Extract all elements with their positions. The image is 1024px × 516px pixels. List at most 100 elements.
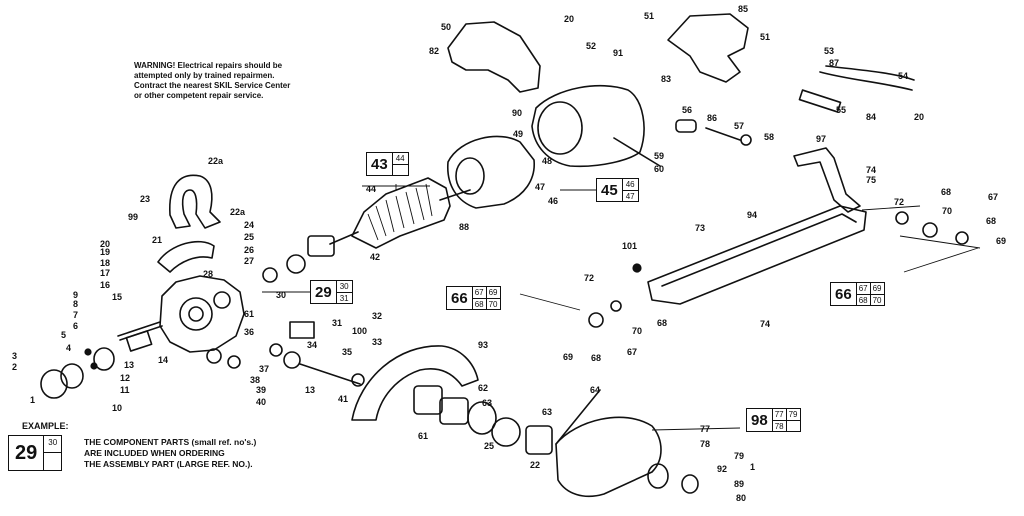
part-label: 90 [512,108,523,118]
part-label: 83 [661,74,672,84]
part-label: 11 [120,385,130,395]
part-label: 13 [305,385,316,395]
part-label: 1 [750,462,756,472]
washer-27 [262,267,278,283]
part-label: 52 [586,41,597,51]
field-45 [447,135,535,209]
part-label: 68 [941,187,952,197]
part-label: 13 [124,360,135,370]
part-label: 78 [700,439,711,449]
washer-72 [610,300,622,312]
part-label: 93 [478,340,489,350]
bearing-40 [206,348,222,364]
warning-text: WARNING! Electrical repairs should be at… [134,61,354,101]
part-label: 100 [352,326,368,336]
plate-62 [439,397,469,425]
part-label: 57 [734,121,745,131]
part-label: 84 [866,112,877,122]
part-label: 18 [100,258,111,268]
assembly-66-left-box: 66 67 69 68 70 [446,286,501,310]
assembly-98-box: 98 77 79 78 [746,408,801,432]
part-label: 85 [738,4,749,14]
part-label: 63 [482,398,493,408]
spindle-13 [299,363,361,385]
part-label: 34 [307,340,318,350]
part-label: 70 [632,326,643,336]
assembly-66-left-leader [519,293,581,311]
part-label: 68 [657,318,668,328]
part-label: 74 [760,319,771,329]
component-number: 70 [488,300,498,309]
component-number: 46 [622,179,638,191]
part-label: 63 [542,407,553,417]
handle-23 [169,174,221,229]
part-label: 46 [548,196,559,206]
part-label: 72 [584,273,595,283]
assembly-66-right-leader [899,235,981,273]
screw-59 [613,137,661,167]
assembly-43-box: 43 44 [366,152,409,176]
part-label: 35 [342,347,353,357]
part-label: 89 [734,479,745,489]
part-label: 22a [230,207,246,217]
assembly-66-right-box: 66 67 69 68 70 [830,282,885,306]
part-label: 20 [914,112,925,122]
part-label: 24 [244,220,255,230]
example-component-number: 30 [44,436,62,453]
component-number: 77 [772,409,787,421]
part-label: 68 [986,216,997,226]
component-number: 44 [392,153,408,165]
motor-housing-end [537,101,583,155]
part-label: 44 [366,184,377,194]
washer-26 [286,254,306,274]
part-label: 15 [112,292,123,302]
part-label: 25 [244,232,255,242]
plate-24 [307,235,335,257]
field-core [455,157,485,195]
part-label: 67 [988,192,999,202]
part-label: 16 [100,280,111,290]
washer-72-right [895,211,909,225]
part-label: 54 [898,71,909,81]
motor-housing-90 [531,84,645,168]
assembly-43-bracket [362,184,430,190]
assembly-number: 66 [831,283,857,305]
part-label: 69 [996,236,1007,246]
part-label: 12 [120,373,131,383]
component-number: 70 [872,296,882,305]
part-label: 55 [836,105,847,115]
part-label: 74 [866,165,877,175]
brush-86 [675,119,697,133]
part-label: 1 [30,395,36,405]
part-label: 80 [736,493,747,503]
component-number: 30 [336,281,352,293]
component-number: 68 [473,299,487,310]
lower-guard-79 [555,416,662,498]
assembly-number: 43 [367,153,393,175]
guard-21 [157,240,215,273]
handle-82 [447,21,541,93]
example-line: THE ASSEMBLY PART (LARGE REF. NO.). [84,459,253,469]
screw-101 [632,263,642,273]
assembly-number: 45 [597,179,623,201]
component-number: 47 [625,192,635,201]
part-label: 48 [542,156,553,166]
part-label: 92 [717,464,728,474]
part-label: 69 [563,352,574,362]
part-label: 37 [259,364,270,374]
cord-sleeve-55 [798,89,842,113]
component-number: 67 [856,283,871,295]
part-label: 47 [535,182,546,192]
washer-92 [647,463,669,489]
part-label: 59 [654,151,665,161]
part-label: 70 [942,206,953,216]
part-label: 97 [816,134,827,144]
warning-line: attempted only by trained repairmen. [134,71,275,80]
part-label: 14 [158,355,169,365]
handle-85 [667,13,749,83]
ring-39 [227,355,241,369]
part-label: 101 [622,241,638,251]
part-label: 61 [418,431,429,441]
